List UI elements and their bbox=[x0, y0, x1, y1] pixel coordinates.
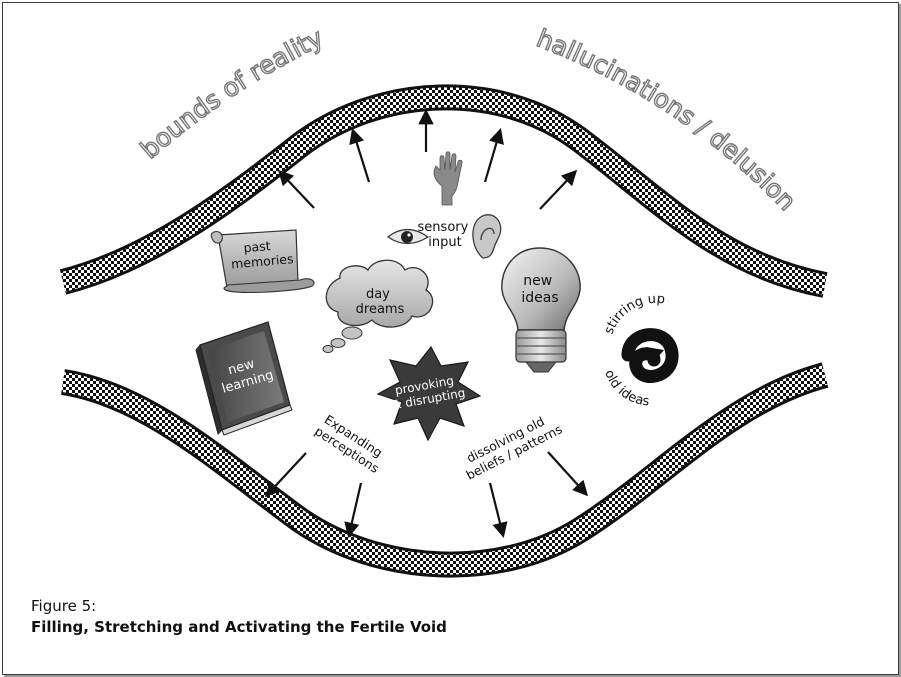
lower-boundary-band bbox=[60, 362, 829, 578]
arrow-down-2 bbox=[344, 482, 363, 539]
arrow-up-4 bbox=[483, 128, 504, 183]
arrow-up-2 bbox=[349, 128, 371, 183]
eye-icon bbox=[386, 228, 430, 245]
svg-text:day dreams: day dreams bbox=[356, 287, 405, 317]
dissolving-beliefs-label: dissolving old beliefs / patterns bbox=[457, 408, 565, 483]
day-dreams-cloud: day dreams bbox=[322, 259, 434, 353]
arrow-up-1 bbox=[277, 169, 315, 209]
expanding-perceptions-label: Expanding perceptions bbox=[312, 411, 390, 476]
arrow-down-4 bbox=[547, 451, 589, 497]
arrow-down-1 bbox=[264, 452, 307, 498]
hand-icon bbox=[433, 151, 463, 206]
light-bulb-icon: new ideas bbox=[501, 247, 581, 373]
past-memories-scroll: past memories bbox=[210, 229, 315, 294]
new-learning-book: new learning bbox=[195, 321, 293, 436]
downward-arrows bbox=[264, 451, 589, 539]
figure-number: Figure 5: bbox=[31, 597, 97, 615]
figure-title: Filling, Stretching and Activating the F… bbox=[31, 618, 447, 636]
provoking-starburst: provoking & disrupting bbox=[376, 345, 482, 442]
stirring-spiral-icon bbox=[621, 328, 679, 383]
upward-arrows bbox=[277, 108, 578, 210]
sensory-input-label: sensory input bbox=[418, 220, 473, 250]
upper-boundary-band bbox=[59, 84, 828, 298]
svg-text:new ideas: new ideas bbox=[521, 273, 558, 306]
figure-caption: Figure 5: Filling, Stretching and Activa… bbox=[31, 596, 447, 638]
ear-icon bbox=[472, 214, 502, 259]
arrow-down-3 bbox=[488, 482, 508, 538]
arrow-up-5 bbox=[539, 169, 578, 210]
svg-text:past memories: past memories bbox=[229, 236, 294, 271]
